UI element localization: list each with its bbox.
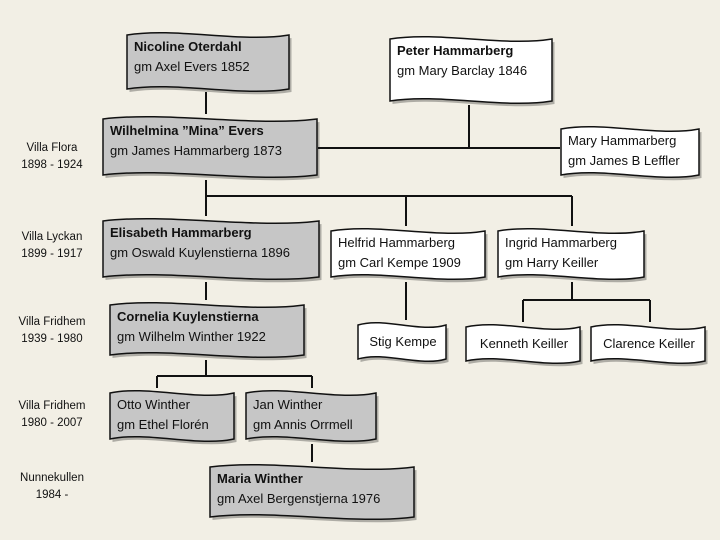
- person-box-maria: Maria Winther gm Axel Bergenstjerna 1976: [209, 462, 417, 523]
- person-name: Helfrid Hammarberg: [338, 235, 456, 250]
- person-marriage: gm Ethel Florén: [117, 417, 209, 432]
- person-box-cornelia: Cornelia Kuylenstierna gm Wilhelm Winthe…: [109, 300, 307, 361]
- person-name: Peter Hammarberg: [397, 43, 514, 58]
- person-box-elisabeth: Elisabeth Hammarberg gm Oswald Kuylensti…: [102, 216, 322, 283]
- person-marriage: gm Carl Kempe 1909: [338, 255, 461, 270]
- person-box-otto: Otto Winther gm Ethel Florén: [109, 388, 237, 445]
- person-marriage: gm Axel Bergenstjerna 1976: [217, 491, 381, 506]
- side-label-villa-flora: Villa Flora 1898 - 1924: [21, 142, 83, 171]
- person-box-peter: Peter Hammarberg gm Mary Barclay 1846: [389, 34, 555, 107]
- side-label-nunnekullen: Nunnekullen 1984 -: [20, 472, 84, 501]
- person-name: Clarence Keiller: [603, 336, 695, 351]
- person-marriage: gm Oswald Kuylenstierna 1896: [110, 245, 290, 260]
- person-box-ingrid: Ingrid Hammarberg gm Harry Keiller: [497, 226, 647, 283]
- side-label-villa-lyckan: Villa Lyckan 1899 - 1917: [21, 231, 83, 260]
- person-name: Jan Winther: [253, 397, 323, 412]
- person-box-stig: Stig Kempe: [357, 320, 449, 365]
- person-box-nicoline: Nicoline Oterdahl gm Axel Evers 1852: [126, 30, 292, 95]
- person-marriage: gm Wilhelm Winther 1922: [117, 329, 266, 344]
- person-name: Elisabeth Hammarberg: [110, 225, 252, 240]
- person-box-mary: Mary Hammarberg gm James B Leffler: [560, 124, 702, 181]
- person-marriage: gm Axel Evers 1852: [134, 59, 250, 74]
- person-name: Otto Winther: [117, 397, 190, 412]
- person-name: Stig Kempe: [369, 334, 437, 349]
- person-name: Wilhelmina ”Mina” Evers: [110, 123, 264, 138]
- person-box-wilhelmina: Wilhelmina ”Mina” Evers gm James Hammarb…: [102, 114, 320, 181]
- person-name: Cornelia Kuylenstierna: [117, 309, 259, 324]
- person-box-jan: Jan Winther gm Annis Orrmell: [245, 388, 379, 445]
- person-name: Maria Winther: [217, 471, 303, 486]
- side-label-villa-fridhem-1: Villa Fridhem 1939 - 1980: [18, 316, 86, 345]
- person-name: Mary Hammarberg: [568, 133, 677, 148]
- side-label-villa-fridhem-2: Villa Fridhem 1980 - 2007: [18, 400, 86, 429]
- person-box-clarence: Clarence Keiller: [590, 322, 708, 367]
- person-name: Ingrid Hammarberg: [505, 235, 617, 250]
- person-marriage: gm Mary Barclay 1846: [397, 63, 528, 78]
- person-box-kenneth: Kenneth Keiller: [465, 322, 583, 367]
- person-marriage: gm Harry Keiller: [505, 255, 599, 270]
- person-marriage: gm James Hammarberg 1873: [110, 143, 282, 158]
- person-name: Kenneth Keiller: [479, 336, 569, 351]
- person-marriage: gm Annis Orrmell: [253, 417, 353, 432]
- person-name: Nicoline Oterdahl: [134, 39, 242, 54]
- person-marriage: gm James B Leffler: [568, 153, 680, 168]
- person-box-helfrid: Helfrid Hammarberg gm Carl Kempe 1909: [330, 226, 488, 283]
